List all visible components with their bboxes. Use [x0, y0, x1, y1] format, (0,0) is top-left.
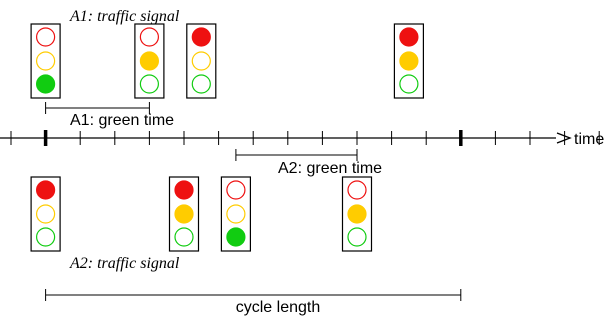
a2-green-time-bracket: [235, 149, 358, 161]
traffic-light: [134, 23, 165, 99]
red-lamp: [139, 27, 159, 47]
green-lamp: [347, 227, 367, 247]
cycle-length-label: cycle length: [236, 299, 321, 316]
red-lamp: [399, 27, 419, 47]
green-lamp: [399, 74, 419, 94]
a2-signal-label: A2: traffic signal: [69, 255, 180, 272]
red-lamp: [174, 180, 194, 200]
yellow-lamp: [399, 51, 419, 71]
yellow-lamp: [191, 51, 211, 71]
red-lamp: [35, 180, 56, 200]
green-lamp: [191, 74, 211, 94]
red-lamp: [226, 180, 246, 200]
a1-signals-group: [30, 23, 424, 99]
time-axis: [0, 130, 600, 146]
traffic-light: [186, 23, 217, 99]
traffic-light: [220, 176, 251, 252]
green-lamp: [174, 227, 194, 247]
yellow-lamp: [347, 204, 367, 224]
cycle-length-bracket: [45, 289, 462, 301]
red-lamp: [191, 27, 211, 47]
yellow-lamp: [139, 51, 159, 71]
red-lamp: [347, 180, 367, 200]
axis-arrowhead: [556, 132, 572, 144]
traffic-light: [30, 176, 61, 252]
a1-green-time-label: A1: green time: [70, 112, 174, 129]
time-axis-label: time: [574, 131, 604, 148]
green-lamp: [139, 74, 159, 94]
a1-green-time-bracket: [45, 102, 150, 114]
green-lamp: [226, 227, 246, 247]
yellow-lamp: [35, 51, 56, 71]
traffic-light: [393, 23, 424, 99]
a2-green-time-label: A2: green time: [278, 160, 382, 177]
a1-signal-label: A1: traffic signal: [69, 8, 180, 25]
yellow-lamp: [35, 204, 56, 224]
yellow-lamp: [174, 204, 194, 224]
a2-signals-group: [30, 176, 373, 252]
traffic-light: [341, 176, 373, 252]
traffic-light: [168, 176, 200, 252]
green-lamp: [35, 227, 56, 247]
yellow-lamp: [226, 204, 246, 224]
red-lamp: [35, 27, 56, 47]
traffic-light: [30, 23, 61, 99]
green-lamp: [35, 74, 56, 94]
